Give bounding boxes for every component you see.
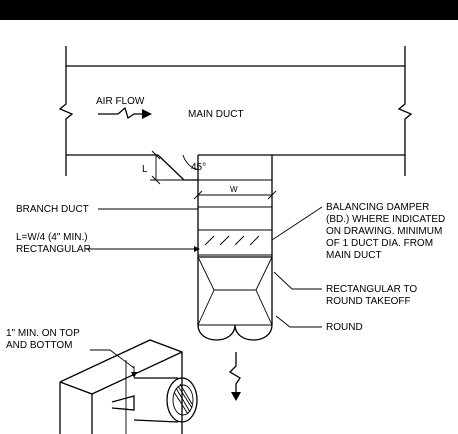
down-flow-arrow [228,352,241,401]
length-symbol: L [142,164,148,175]
branch-duct [150,150,277,257]
takeoff-note-line-1: RECTANGULAR TO [326,284,417,295]
air-flow-label: AIR FLOW [96,96,145,107]
air-flow-arrow [98,106,152,120]
rect-to-round-transition [197,256,273,341]
round-label: ROUND [326,322,363,333]
width-symbol: W [230,185,238,194]
damper-note-line-3: ON DRAWING. MINIMUM [326,226,442,237]
damper-note-line-5: MAIN DUCT [326,250,382,261]
main-duct-label: MAIN DUCT [188,109,244,120]
angle-label: 45° [191,162,206,173]
min-note-line-1: 1" MIN. ON TOP [6,328,80,339]
title-bar [0,0,458,20]
takeoff-note-line-2: ROUND TAKEOFF [326,296,411,307]
damper-note-line-1: BALANCING DAMPER [326,202,429,213]
min-note-line-2: AND BOTTOM [6,340,72,351]
main-duct [58,46,413,176]
damper-note-line-2: (BD.) WHERE INDICATED [326,214,445,225]
l-note-line-1: L=W/4 (4" MIN.) [16,232,88,243]
branch-duct-label: BRANCH DUCT [16,204,89,215]
damper-note-line-4: OF 1 DUCT DIA. FROM [326,238,433,249]
l-note-line-2: RECTANGULAR [16,244,91,255]
isometric-takeoff-detail [59,339,198,434]
